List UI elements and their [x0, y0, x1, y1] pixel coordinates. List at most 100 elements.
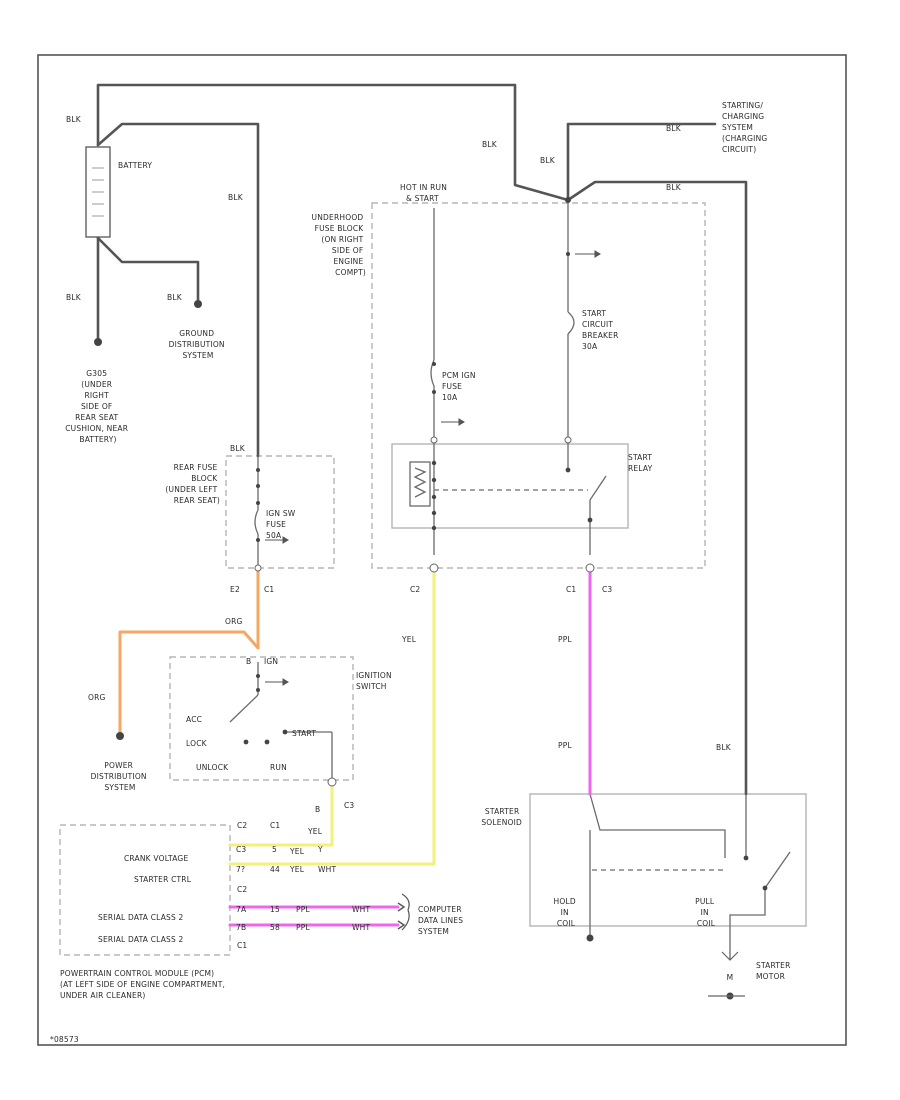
- test-point-arrows: [265, 250, 601, 686]
- start-contact-icon: [282, 729, 288, 735]
- ignition-switch-label: IGNITION SWITCH: [356, 671, 394, 691]
- terminal-dots: [94, 197, 768, 1000]
- blk-wires: [96, 83, 748, 796]
- connector-e2-label: E2: [230, 585, 240, 594]
- pcm-c2-label: C2: [237, 885, 247, 894]
- pcm-fuse-element: [430, 359, 435, 387]
- pin-b-label: B: [246, 657, 251, 666]
- computer-data-brace: [401, 893, 410, 931]
- internal-lines: [229, 200, 791, 952]
- row4-pin-a: 7B: [236, 923, 246, 932]
- pcm-col-c1-label: C1: [270, 821, 280, 830]
- ground-dist-terminal-icon: [194, 300, 202, 308]
- connector-c1-label: C1: [566, 585, 576, 594]
- starting-charging-label: STARTING/ CHARGING SYSTEM (CHARGING CIRC…: [722, 101, 770, 154]
- connector-c1b-label: C1: [264, 585, 274, 594]
- blk-label-9: BLK: [230, 444, 246, 453]
- wht-label-1: WHT: [318, 865, 336, 874]
- serial-data-1-label: SERIAL DATA CLASS 2: [98, 913, 184, 922]
- blk-label-8: BLK: [666, 183, 682, 192]
- starter-ctrl-label: STARTER CTRL: [134, 875, 192, 884]
- blk-wire-charging: [566, 122, 717, 202]
- ppl-label-4: PPL: [296, 923, 310, 932]
- yel-label-1: YEL: [401, 635, 417, 644]
- sw-acc-label: ACC: [186, 715, 202, 724]
- crank-voltage-label: CRANK VOLTAGE: [124, 854, 188, 863]
- sw-start-label: START: [292, 729, 316, 738]
- relay-coil: [409, 461, 431, 507]
- diagram-code: *08573: [50, 1035, 79, 1044]
- underhood-fuse-block-box: [371, 202, 706, 569]
- breaker-terminal-icon: [566, 252, 570, 256]
- row2-pin-a: 7?: [236, 865, 245, 874]
- blk-label-5: BLK: [482, 140, 498, 149]
- computer-data-label: COMPUTER DATA LINES SYSTEM: [418, 905, 466, 936]
- row1-tail: Y: [317, 845, 323, 854]
- blk-wire-starter: [566, 180, 748, 796]
- power-dist-terminal-icon: [116, 732, 124, 740]
- pcm-box: [59, 824, 231, 956]
- starter-solenoid-label: STARTER SOLENOID: [481, 807, 522, 827]
- wht-label-2: WHT: [352, 905, 370, 914]
- pull-in-coil-label: PULL IN COIL: [695, 897, 717, 928]
- wht-label-3: WHT: [352, 923, 370, 932]
- power-dist-label: POWER DISTRIBUTION SYSTEM: [91, 761, 150, 792]
- diagram-frame: [37, 54, 847, 1046]
- battery-cells-icon: [92, 167, 104, 217]
- blk-label-4: BLK: [167, 293, 183, 302]
- serial-data-2-label: SERIAL DATA CLASS 2: [98, 935, 184, 944]
- yel-wire-crank: [228, 782, 334, 847]
- g305-ground-icon: [94, 338, 102, 346]
- blk-label-6: BLK: [540, 156, 556, 165]
- ppl-label-2: PPL: [558, 741, 572, 750]
- hold-in-coil-path: [589, 793, 726, 858]
- org-label-2: ORG: [88, 693, 106, 702]
- switch-c3-label: C3: [344, 801, 354, 810]
- lock-contact-icon: [243, 739, 249, 745]
- ign-sw-fuse-label: IGN SW FUSE 50A: [266, 509, 298, 540]
- g305-label: G305 (UNDER RIGHT SIDE OF REAR SEAT CUSH…: [65, 369, 131, 444]
- hold-in-coil-label: HOLD IN COIL: [554, 897, 579, 928]
- row3-pin-b: 15: [270, 905, 280, 914]
- pcm-col-c2-label: C2: [237, 821, 247, 830]
- row1-pin-a: C3: [236, 845, 246, 854]
- ground-dist-label: GROUND DISTRIBUTION SYSTEM: [169, 329, 228, 360]
- battery-label: BATTERY: [118, 161, 152, 170]
- blk-wire-top: [96, 83, 570, 202]
- ppl-label-1: PPL: [558, 635, 572, 644]
- blk-label-2: BLK: [228, 193, 244, 202]
- row1-pin-b: 5: [272, 845, 277, 854]
- splice-icon: [565, 197, 571, 203]
- rear-fuse-label: REAR FUSE BLOCK (UNDER LEFT REAR SEAT): [165, 463, 220, 505]
- org-wire: [118, 566, 260, 737]
- pcm-label: POWERTRAIN CONTROL MODULE (PCM) (AT LEFT…: [60, 969, 228, 1000]
- row2-pin-b: 44: [270, 865, 280, 874]
- starter-solenoid-box: [529, 793, 807, 927]
- ppl-label-3: PPL: [296, 905, 310, 914]
- ign-sw-fuse-element: [254, 509, 259, 535]
- connector-c2-label: C2: [410, 585, 420, 594]
- yel-label-4: YEL: [289, 865, 305, 874]
- blk-label-7: BLK: [666, 124, 682, 133]
- row4-pin-b: 58: [270, 923, 280, 932]
- sw-unlock-label: UNLOCK: [196, 763, 229, 772]
- blk-label-10: BLK: [716, 743, 732, 752]
- hold-coil-ground-icon: [586, 934, 594, 942]
- pin-c3b-label: B: [315, 805, 320, 814]
- yel-label-2: YEL: [307, 827, 323, 836]
- wire-color-labels: BLK BLK BLK BLK BLK BLK BLK BLK BLK BLK …: [66, 115, 732, 932]
- start-breaker-element: [567, 311, 575, 335]
- ignition-switch-box: [169, 656, 354, 781]
- yel-wire-starter-ctrl: [228, 570, 436, 866]
- pcm-c1-label: C1: [237, 941, 247, 950]
- hot-in-run-label: HOT IN RUN & START: [400, 183, 450, 203]
- motor-feed-line: [729, 888, 766, 952]
- start-relay-box: [391, 443, 629, 529]
- blk-label-3: BLK: [66, 293, 82, 302]
- relay-coil-winding: [413, 467, 427, 498]
- connector-pins: [254, 436, 595, 787]
- solenoid-switch-arm: [764, 851, 791, 889]
- rear-fuse-block-box: [225, 455, 335, 569]
